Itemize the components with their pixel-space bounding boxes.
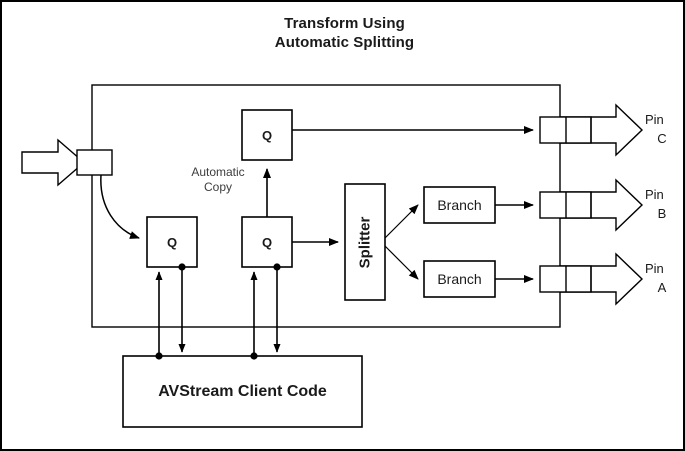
pin-a-label: Pin A [643,259,683,297]
output-pin-a [539,252,644,306]
queue-left-box [146,216,198,268]
automatic-copy-line-2: Copy [203,180,232,194]
output-pin-c [539,103,644,157]
junction-dot [178,263,186,271]
pin-b-letter: B [657,206,667,221]
pin-c-label: Pin C [643,110,683,148]
input-pin-box [76,149,113,176]
client-link-queue-center [250,263,281,360]
junction-dot [273,263,281,271]
curved-connector-to-queue-left [100,174,140,239]
queue-center-box [241,216,293,268]
pin-c-letter: C [657,131,667,146]
pin-a-word: Pin [645,261,664,276]
automatic-copy-annotation: Automatic Copy [182,165,254,195]
pin-c-word: Pin [645,112,664,127]
client-link-queue-left [155,263,186,360]
client-code-box [122,355,363,428]
splitter-box [344,183,386,301]
page-title: Transform Using Automatic Splitting [2,14,683,52]
branch-upper-box [423,186,496,224]
page-title-line-1: Transform Using [284,15,405,32]
connector-splitter-to-branch-upper [384,204,419,239]
junction-dot [155,352,163,360]
input-block-arrow [21,138,86,187]
page-title-line-2: Automatic Splitting [274,34,415,51]
branch-lower-box [423,260,496,298]
junction-dot [250,352,258,360]
queue-top-box [241,109,293,161]
pin-a-letter: A [657,280,667,295]
pin-b-label: Pin B [643,185,683,223]
pin-b-word: Pin [645,187,664,202]
connector-splitter-to-branch-lower [384,245,419,280]
output-pin-b [539,178,644,232]
automatic-copy-line-1: Automatic [191,165,245,179]
